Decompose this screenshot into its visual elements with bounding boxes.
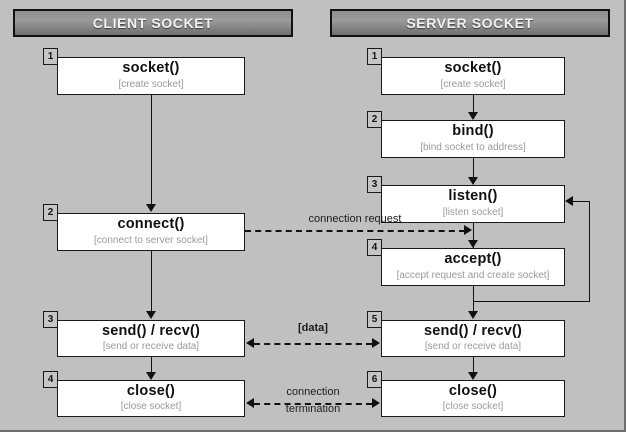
client-step-2-subtitle: [connect to server socket] xyxy=(94,234,208,246)
client-step-send-recv[interactable]: 3 send() / recv() [send or receive data] xyxy=(43,311,245,357)
server-connector-socket-to-bind xyxy=(473,95,474,115)
client-arrow-to-connect xyxy=(146,204,156,212)
server-step-1-number: 1 xyxy=(367,48,382,65)
edge-connection-termination-arrowhead-left xyxy=(246,398,254,408)
client-step-close[interactable]: 4 close() [close socket] xyxy=(43,371,245,417)
edge-data-arrowhead-right xyxy=(372,338,380,348)
edge-connection-termination-line xyxy=(254,403,372,405)
client-step-1-title: socket() xyxy=(122,60,180,77)
server-step-6-title: close() xyxy=(448,382,498,399)
server-loop-vertical-from-accept xyxy=(473,286,474,302)
server-arrow-to-accept xyxy=(468,240,478,248)
edge-connection-termination-label-line1: connection xyxy=(286,386,340,398)
server-step-close[interactable]: 6 close() [close socket] xyxy=(367,371,565,417)
client-step-4-title: close() xyxy=(126,382,176,399)
server-step-3-number: 3 xyxy=(367,176,382,193)
client-connector-send-to-close xyxy=(151,357,152,375)
server-loop-horizontal-top xyxy=(572,201,590,202)
server-loop-horizontal-bottom xyxy=(473,301,590,302)
server-step-4-subtitle: [accept request and create socket] xyxy=(396,269,550,281)
server-step-3-title: listen() xyxy=(448,188,498,205)
server-step-6-number: 6 xyxy=(367,371,382,388)
client-step-connect[interactable]: 2 connect() [connect to server socket] xyxy=(43,204,245,251)
server-step-6-subtitle: [close socket] xyxy=(442,401,504,413)
client-step-4-subtitle: [close socket] xyxy=(120,401,182,413)
edge-data-line xyxy=(254,343,372,345)
server-step-4-title: accept() xyxy=(444,251,502,268)
column-header-server: SERVER SOCKET xyxy=(330,9,610,37)
client-step-socket[interactable]: 1 socket() [create socket] xyxy=(43,48,245,95)
server-step-5-number: 5 xyxy=(367,311,382,328)
client-connector-socket-to-connect xyxy=(151,95,152,205)
server-step-3-subtitle: [listen socket] xyxy=(442,206,504,218)
client-step-3-title: send() / recv() xyxy=(101,322,201,339)
server-connector-bind-to-listen xyxy=(473,158,474,184)
server-arrow-to-listen xyxy=(468,177,478,185)
column-header-client: CLIENT SOCKET xyxy=(13,9,293,37)
server-connector-send-to-close xyxy=(473,357,474,375)
edge-connection-termination-label-line2: termination xyxy=(285,403,341,415)
client-connector-connect-to-send xyxy=(151,251,152,313)
server-arrow-to-bind xyxy=(468,112,478,120)
client-step-2-title: connect() xyxy=(117,216,185,233)
edge-connection-termination-arrowhead-right xyxy=(372,398,380,408)
server-connector-listen-to-accept xyxy=(473,223,474,248)
server-step-2-number: 2 xyxy=(367,111,382,128)
server-step-5-title: send() / recv() xyxy=(423,322,523,339)
server-step-2-subtitle: [bind socket to address] xyxy=(420,141,526,153)
client-step-3-subtitle: [send or receive data] xyxy=(102,341,200,353)
edge-connection-request-line xyxy=(245,230,465,232)
server-step-socket[interactable]: 1 socket() [create socket] xyxy=(367,48,565,95)
client-arrow-to-send xyxy=(146,311,156,319)
client-arrow-to-close xyxy=(146,372,156,380)
server-step-accept[interactable]: 4 accept() [accept request and create so… xyxy=(367,239,565,286)
edge-connection-request-label: connection request xyxy=(308,213,402,225)
edge-data-label: [data] xyxy=(298,322,328,334)
server-arrow-to-send xyxy=(468,311,478,319)
server-arrow-to-close xyxy=(468,372,478,380)
server-step-1-subtitle: [create socket] xyxy=(440,78,506,90)
server-loop-arrow-into-listen xyxy=(565,196,573,206)
server-step-5-subtitle: [send or receive data] xyxy=(424,341,522,353)
server-loop-vertical-right xyxy=(589,201,590,302)
client-step-4-number: 4 xyxy=(43,371,58,388)
server-step-1-title: socket() xyxy=(444,60,502,77)
server-step-bind[interactable]: 2 bind() [bind socket to address] xyxy=(367,111,565,158)
server-step-4-number: 4 xyxy=(367,239,382,256)
client-step-1-number: 1 xyxy=(43,48,58,65)
server-step-listen[interactable]: 3 listen() [listen socket] xyxy=(367,176,565,223)
server-step-2-title: bind() xyxy=(452,123,494,140)
client-step-3-number: 3 xyxy=(43,311,58,328)
edge-data-arrowhead-left xyxy=(246,338,254,348)
server-step-send-recv[interactable]: 5 send() / recv() [send or receive data] xyxy=(367,311,565,357)
client-step-2-number: 2 xyxy=(43,204,58,221)
client-step-1-subtitle: [create socket] xyxy=(118,78,184,90)
edge-connection-request-arrowhead xyxy=(464,225,472,235)
